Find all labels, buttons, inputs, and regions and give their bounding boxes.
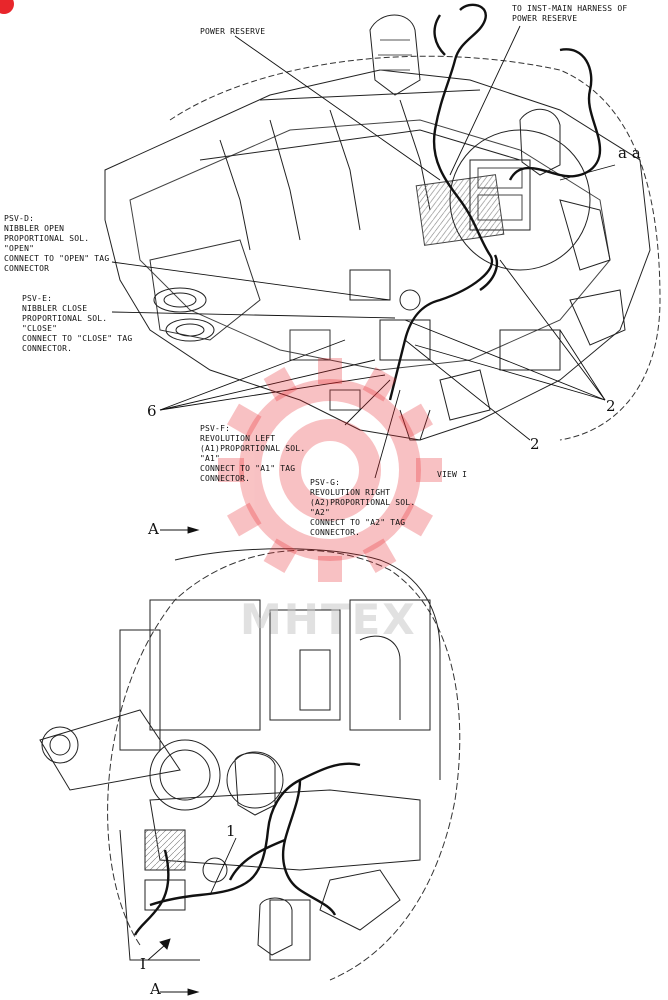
watermark-gear-tooth: [398, 502, 433, 537]
callout-2-lower: 2: [530, 435, 540, 453]
watermark-gear-tooth: [318, 358, 342, 384]
watermark-gear-tooth: [318, 556, 342, 582]
watermark-gear-tooth: [362, 538, 397, 573]
watermark-gear-inner: [279, 419, 381, 521]
watermark-gear-teeth: [218, 358, 442, 582]
label-psv-e: PSV-E: NIBBLER CLOSE PROPORTIONAL SOL. "…: [22, 294, 133, 353]
view-a-marker-bottom: A: [150, 980, 161, 998]
leader-lines: [111, 25, 616, 479]
watermark-gear-tooth: [263, 538, 298, 573]
label-psv-d: PSV-D: NIBBLER OPEN PROPORTIONAL SOL. "O…: [4, 214, 110, 273]
view-a-marker-top: A: [148, 520, 159, 538]
top-view-frame: [104, 14, 661, 441]
callout-2-right: 2: [606, 397, 616, 415]
watermark-gear-tooth: [398, 403, 433, 438]
bottom-harness: [133, 762, 361, 936]
watermark-gear-tooth: [263, 367, 298, 402]
watermark-gear-tooth: [218, 458, 244, 482]
label-view-i: VIEW I: [437, 470, 468, 479]
callout-aa: a a: [618, 144, 641, 162]
corner-logo-icon: [0, 0, 14, 14]
bottom-view-frame: [39, 548, 461, 981]
label-to-inst-main: TO INST-MAIN HARNESS OF POWER RESERVE: [512, 4, 628, 23]
watermark-gear-tooth: [362, 367, 397, 402]
label-psv-f: PSV-F: REVOLUTION LEFT (A1)PROPORTIONAL …: [200, 424, 306, 483]
watermark-gear-tooth: [227, 502, 262, 537]
watermark-gear-ring: [239, 379, 421, 561]
bottom-leaders: [147, 526, 237, 996]
callout-6: 6: [147, 402, 157, 420]
label-psv-g: PSV-G: REVOLUTION RIGHT (A2)PROPORTIONAL…: [310, 478, 416, 537]
watermark-gear-tooth: [227, 403, 262, 438]
label-power-reserve: POWER RESERVE: [200, 27, 266, 36]
top-harness: [388, 3, 602, 401]
watermark-text: MHTEX: [240, 595, 417, 644]
view-i-marker: I: [140, 955, 146, 973]
callout-1: 1: [226, 822, 236, 840]
watermark-gear-tooth: [416, 458, 442, 482]
